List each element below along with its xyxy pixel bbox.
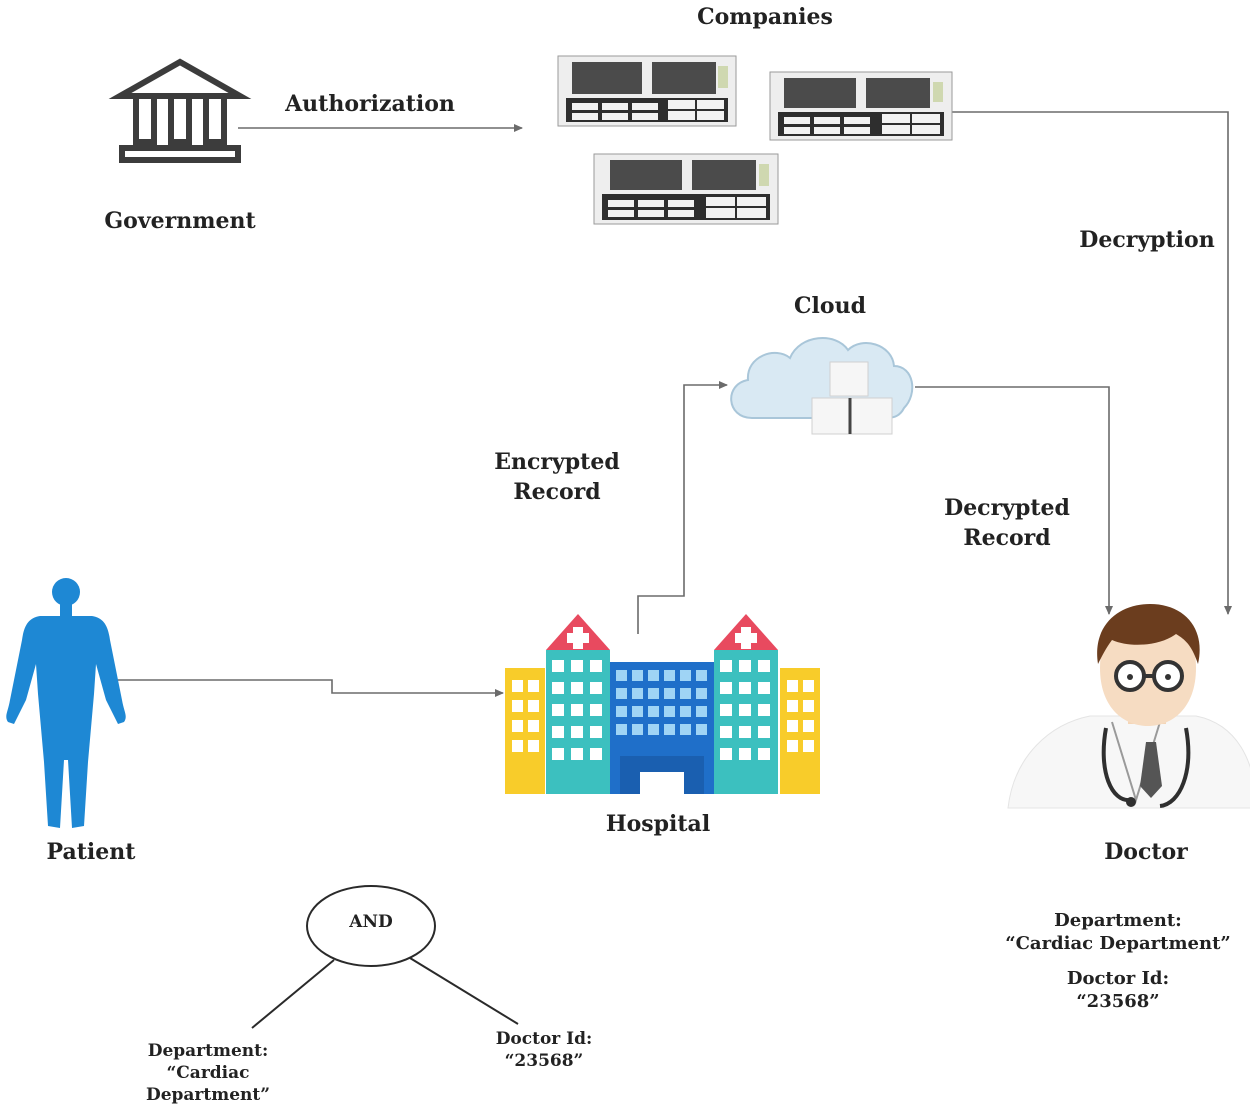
policy-and-node [306,885,436,967]
policy-left-line-2: “Cardiac [166,1063,250,1083]
doctor-id-value: “23568” [1076,991,1160,1012]
encrypted-line-1: Encrypted [494,449,620,475]
government-label: Government [104,208,256,234]
hospital-building-icon [505,614,820,794]
server-rack-icon [557,55,737,127]
edge-decrypted-record [915,386,1113,615]
patient-label: Patient [46,839,136,865]
policy-right-line-2: “23568” [504,1051,584,1071]
server-rack-icon [769,71,953,141]
policy-left-line-1: Department: [147,1041,269,1061]
policy-tree [251,885,519,1029]
cloud-server-icon [730,337,914,435]
government-building-icon [108,58,252,163]
policy-left-line-3: Department” [145,1085,271,1105]
encrypted-line-2: Record [513,479,601,505]
policy-left-branch [251,959,335,1029]
connectors [116,111,1232,697]
cloud-label: Cloud [794,293,866,319]
companies-label: Companies [697,4,833,30]
edge-decryption [952,111,1232,615]
policy-right-line-1: Doctor Id: [495,1029,593,1049]
authorization-label: Authorization [285,91,455,117]
policy-right-branch [409,957,519,1025]
doctor-department-label: Department: [1054,910,1182,931]
decryption-label: Decryption [1079,227,1215,253]
decrypted-line-2: Record [963,525,1051,551]
policy-right-leaf: Doctor Id: “23568” [474,1028,614,1072]
doctor-attributes: Department: “Cardiac Department” Doctor … [980,909,1250,1013]
edge-patient-hospital [116,679,504,697]
policy-and-label: AND [349,912,393,932]
decrypted-line-1: Decrypted [944,495,1070,521]
doctor-avatar-icon [1007,604,1250,809]
encrypted-record-label: Encrypted Record [482,447,632,507]
doctor-department-value: “Cardiac Department” [1005,933,1231,954]
decrypted-record-label: Decrypted Record [932,493,1082,553]
policy-left-leaf: Department: “Cardiac Department” [128,1040,288,1106]
doctor-label: Doctor [1104,839,1188,865]
hospital-label: Hospital [605,811,711,837]
person-silhouette-icon [6,578,126,828]
edge-encrypted-record [637,381,728,634]
server-rack-icon [593,153,779,225]
doctor-id-label: Doctor Id: [1066,968,1170,989]
